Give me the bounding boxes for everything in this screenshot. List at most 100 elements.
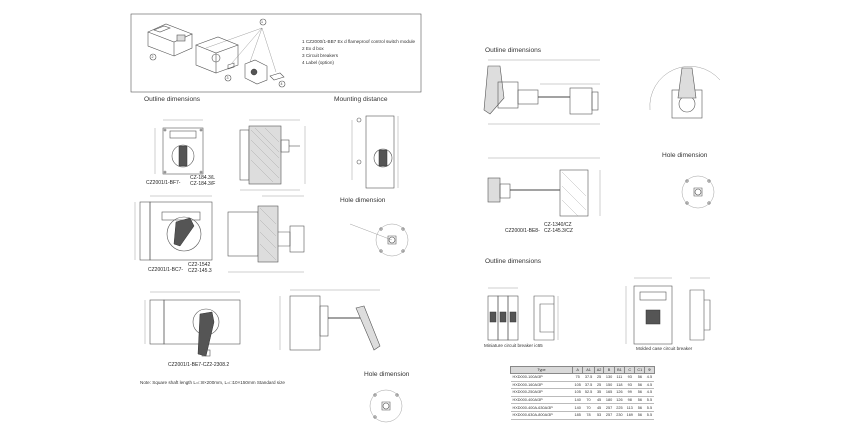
table-cell: 56 bbox=[634, 381, 645, 390]
table-cell: 56 bbox=[634, 396, 645, 405]
table-cell: 5.5 bbox=[644, 396, 655, 405]
table-cell: 105 bbox=[572, 381, 583, 390]
callout-number: 2 bbox=[151, 54, 154, 59]
callout-number: 1 bbox=[261, 19, 263, 24]
section-title: Hole dimension bbox=[340, 197, 386, 204]
table-cell: 37.5 bbox=[582, 373, 595, 382]
table-cell: 70 bbox=[582, 396, 595, 405]
table-cell: 105 bbox=[572, 388, 583, 397]
table-cell: 4.5 bbox=[644, 388, 655, 397]
table-cell: 56 bbox=[634, 411, 645, 420]
table-cell: 4.5 bbox=[644, 381, 655, 390]
table-cell: HXD000-160A/3P bbox=[510, 381, 573, 390]
table-cell: 169 bbox=[624, 411, 635, 420]
bc7-side-view bbox=[227, 195, 305, 273]
bf7-side-view bbox=[239, 119, 306, 191]
table-cell: HXD000-630A-800A/3P bbox=[510, 411, 573, 420]
column-header: C1 bbox=[634, 366, 646, 374]
table-cell: 140 bbox=[572, 403, 583, 412]
hole-dimension-1 bbox=[349, 223, 409, 257]
table-cell: 56 bbox=[634, 403, 645, 412]
table-cell: 257 bbox=[603, 403, 615, 412]
model-label: CZ-145.3/CZ bbox=[544, 228, 573, 234]
table-cell: 25 bbox=[594, 373, 604, 382]
table-cell: 5.5 bbox=[644, 403, 655, 412]
table-cell: 111 bbox=[614, 373, 625, 382]
table-cell: 78 bbox=[582, 411, 595, 420]
miniature-breaker-side bbox=[533, 295, 559, 341]
be7-front-view bbox=[144, 291, 241, 357]
bc7-front-view bbox=[134, 195, 213, 261]
table-cell: 130 bbox=[603, 373, 615, 382]
model-label: CZ-184.3/L bbox=[190, 175, 216, 181]
hole-dimension-3 bbox=[681, 175, 715, 209]
column-header: B1 bbox=[613, 366, 626, 374]
model-label: CZ2-145.3 bbox=[188, 268, 212, 274]
caption: Molded case circuit breaker bbox=[636, 346, 693, 351]
table-cell: HXD000-250A/3P bbox=[510, 388, 573, 397]
legend-item: 2 Ex d box bbox=[302, 46, 324, 51]
table-cell: 70 bbox=[582, 403, 595, 412]
table-cell: 257 bbox=[603, 411, 615, 420]
callout-circle bbox=[149, 53, 157, 61]
callout-number: 4 bbox=[280, 81, 283, 86]
table-cell: 45 bbox=[594, 396, 604, 405]
table-header-row: Type A A1 A2 B B1 C C1 Φ bbox=[510, 366, 655, 374]
table-cell: 35 bbox=[594, 388, 604, 397]
table-cell: 56 bbox=[634, 373, 645, 382]
column-header: B bbox=[603, 366, 615, 374]
table-cell: 37.5 bbox=[582, 381, 595, 390]
section-title: Hole dimension bbox=[662, 152, 708, 159]
section-title: Outline dimensions bbox=[485, 47, 542, 54]
table-cell: HXD000-100A/3P bbox=[510, 373, 573, 382]
be7-side-view bbox=[279, 289, 381, 351]
table-cell: 140 bbox=[572, 396, 583, 405]
model-label: CZ2000/1-BE8- bbox=[505, 228, 540, 234]
exploded-switch-module bbox=[147, 23, 285, 85]
table-cell: 180 bbox=[603, 396, 615, 405]
legend-item: 1 CZ2000/1-BB7 Ex d flameproof control s… bbox=[302, 39, 416, 44]
table-cell: 93 bbox=[624, 373, 635, 382]
shaft-length-note: Note: Square shaft length L=□8×200mm, L=… bbox=[140, 380, 285, 385]
miniature-breaker-front bbox=[487, 287, 519, 341]
table-cell: 113 bbox=[624, 403, 635, 412]
column-header: A bbox=[571, 366, 584, 374]
table-cell: 75 bbox=[572, 373, 583, 382]
callout-circle bbox=[224, 74, 232, 82]
hole-dimension-2 bbox=[369, 389, 403, 423]
table-cell: 52.5 bbox=[582, 388, 595, 397]
model-label: CZ2001/1-BE7-CZ2-2308.2 bbox=[168, 362, 230, 368]
parts-legend: 1 CZ2000/1-BB7 Ex d flameproof control s… bbox=[302, 38, 415, 66]
model-label: CZ-184.3/F bbox=[190, 181, 216, 187]
model-label: CZ-1340/CZ bbox=[544, 222, 572, 228]
table-cell: 98 bbox=[624, 396, 635, 405]
model-label: CZ2001/1-BF7- bbox=[146, 180, 181, 186]
table-cell: 5.5 bbox=[644, 411, 655, 420]
table-cell: 185 bbox=[572, 411, 583, 420]
exploded-view-frame bbox=[130, 13, 422, 93]
molded-case-breaker-side bbox=[689, 277, 711, 341]
table-cell: 25 bbox=[594, 381, 604, 390]
table-cell: HXD000-400A-630A/3P bbox=[510, 403, 573, 412]
table-cell: HXD000-400A/3P bbox=[510, 396, 573, 405]
legend-item: 4 Label (option) bbox=[302, 60, 334, 65]
table-cell: 118 bbox=[614, 381, 625, 390]
handle-front-view bbox=[649, 66, 721, 119]
section-title: Mounting distance bbox=[334, 96, 388, 103]
model-label: CZ2001/1-BC7- bbox=[148, 267, 184, 273]
column-header: A2 bbox=[593, 366, 605, 374]
table-cell: 150 bbox=[603, 381, 615, 390]
table-cell: 56 bbox=[634, 388, 645, 397]
model-label: CZ2-1542 bbox=[188, 262, 211, 268]
table-cell: 53 bbox=[594, 411, 604, 420]
table-cell: 126 bbox=[614, 396, 625, 405]
caption: Miniature circuit breaker ic65 bbox=[484, 343, 543, 348]
